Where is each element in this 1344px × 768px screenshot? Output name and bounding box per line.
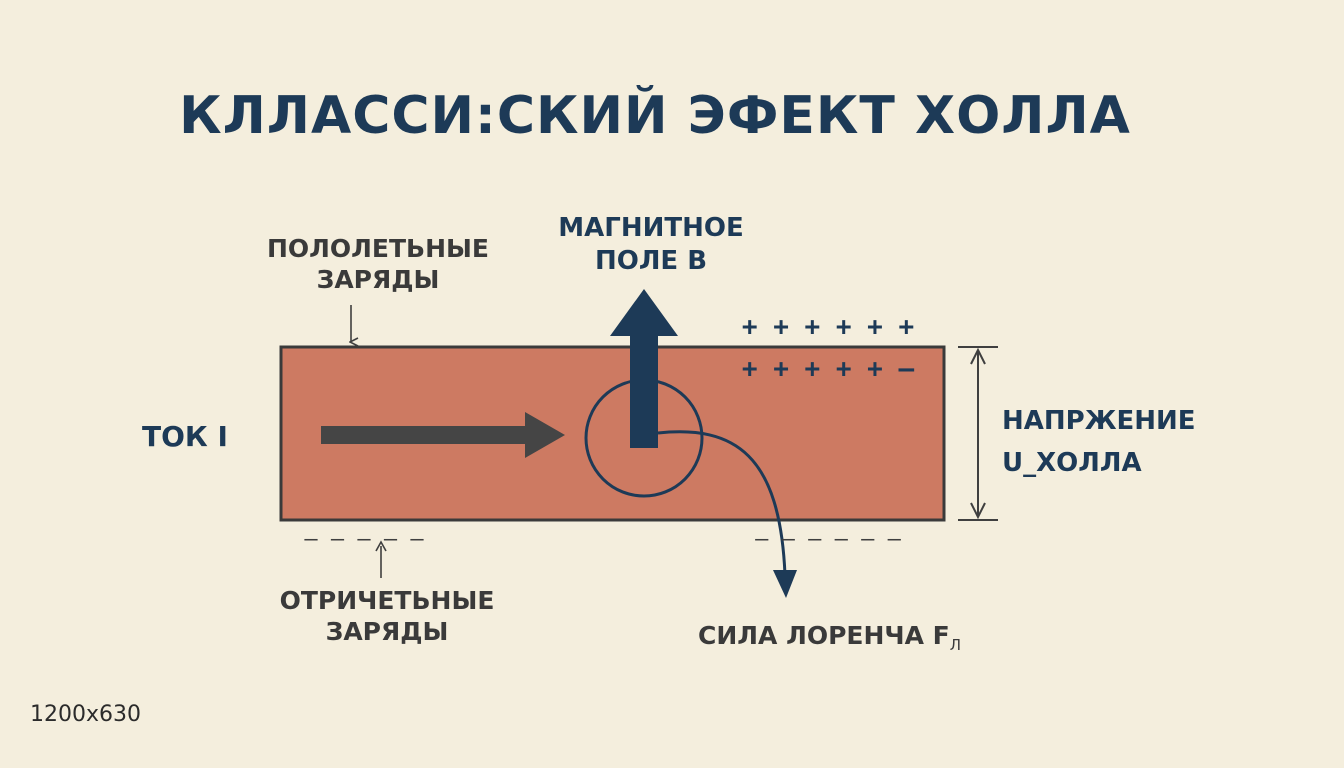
voltage-dimension-arrow-up: [970, 347, 986, 365]
negative-charges-label: ОТРИЧЕТЬНЫЕ ЗАРЯДЫ: [268, 585, 506, 648]
page-title: КЛЛАССИ:СКИЙ ЭФЕКТ ХОЛЛА: [179, 86, 1131, 146]
magnetic-field-arrow-head: [610, 289, 678, 336]
positive-charges-label-line2: ЗАРЯДЫ: [316, 265, 440, 295]
lorentz-force-arrow-head: [773, 570, 797, 598]
lorentz-force-curve: [657, 430, 787, 576]
voltage-label-line2: U_ХОЛЛА: [1002, 447, 1142, 478]
size-note: 1200x630: [30, 702, 141, 727]
lorentz-force-label: СИЛА ЛОРЕНЧА FЛ: [698, 620, 961, 655]
positive-charges-row-2: + + + + + –: [742, 354, 915, 384]
negative-charges-left: – – – – –: [304, 527, 424, 552]
voltage-dimension-arrow-down: [970, 502, 986, 520]
magnetic-field-label: МАГНИТНОЕ ПОЛЕ В: [546, 212, 756, 277]
current-label: ТОК I: [142, 420, 228, 453]
magnetic-field-label-line1: МАГНИТНОЕ: [558, 213, 744, 243]
positive-charges-row-1: + + + + + +: [742, 312, 914, 342]
current-arrow-shaft: [321, 426, 531, 444]
positive-charges-label: ПОЛОЛЕТЬНЫЕ ЗАРЯДЫ: [262, 233, 494, 296]
negative-charges-pointer-head: [375, 540, 387, 552]
magnetic-field-label-line2: ПОЛЕ В: [594, 245, 708, 276]
positive-charges-label-line1: ПОЛОЛЕТЬНЫЕ: [266, 234, 490, 263]
voltage-label: НАПРЖЕНИЕ U_ХОЛЛА: [1002, 401, 1196, 484]
negative-charges-right: – – – – – –: [755, 527, 901, 552]
magnetic-field-arrow-shaft: [630, 330, 658, 448]
lorentz-force-label-text: СИЛА ЛОРЕНЧА F: [698, 621, 950, 650]
lorentz-force-label-subscript: Л: [949, 636, 962, 654]
negative-charges-label-line1: ОТРИЧЕТЬНЫЕ: [279, 586, 495, 615]
voltage-label-line1: НАПРЖЕНИЕ: [1002, 406, 1196, 436]
current-arrow-head: [525, 412, 565, 458]
negative-charges-label-line2: ЗАРЯДЫ: [325, 617, 449, 647]
